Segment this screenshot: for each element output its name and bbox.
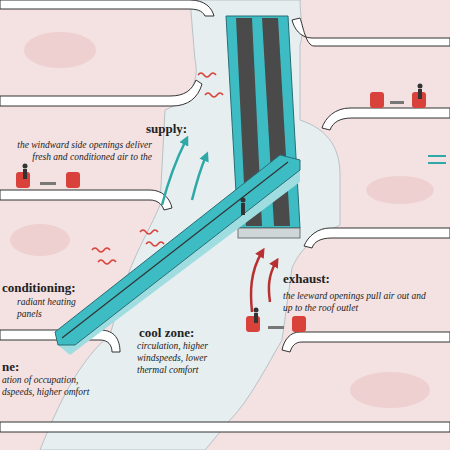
person-head: [23, 164, 28, 169]
floor-slab: [0, 80, 202, 106]
airflow-arrows: [162, 140, 276, 312]
floor-slab: [0, 190, 172, 210]
exhaust-arrow: [251, 252, 262, 312]
lower-escalator: [55, 155, 300, 355]
heat-waves: [92, 73, 223, 264]
escalator-band: [55, 155, 300, 345]
floor-slab: [282, 332, 450, 352]
callout-note: circulation, higher windspeeds, lower th…: [137, 340, 217, 376]
floor-slab: [304, 228, 450, 248]
person-body: [254, 313, 258, 323]
floor-slab: [292, 18, 450, 46]
floor-slab: [322, 108, 450, 130]
floor-slabs: [0, 0, 450, 432]
wall-opening: [366, 176, 434, 204]
floor-slab: [0, 422, 450, 432]
heat-wave: [198, 73, 216, 77]
heat-wave: [146, 242, 164, 246]
callout-heading: conditioning:: [2, 280, 76, 295]
heat-wave: [98, 260, 116, 264]
callout-heading: cool zone:: [139, 325, 194, 340]
person-head: [241, 198, 246, 203]
callout-heading: exhaust:: [283, 271, 330, 286]
landing: [238, 228, 300, 238]
callout-heading: supply:: [146, 121, 187, 136]
wall-opening: [350, 372, 430, 408]
person-body: [418, 89, 422, 99]
supply-arrow: [162, 140, 186, 205]
atrium-void: [40, 0, 340, 450]
furniture-right-top: [370, 84, 426, 109]
vent-symbol: [428, 156, 446, 163]
table: [40, 182, 56, 185]
table: [390, 101, 404, 104]
vent-line: [428, 155, 446, 157]
heat-wave: [205, 93, 223, 97]
table: [268, 326, 284, 329]
armchair: [66, 172, 80, 188]
exhaust-arrow: [269, 262, 276, 302]
armchair: [370, 92, 384, 108]
person-head: [418, 84, 423, 89]
callout-note: radiant heating panels: [17, 296, 89, 320]
person-on-escalator: [241, 198, 246, 216]
callout-note: the windward side openings deliver fresh…: [10, 139, 152, 163]
handrail: [62, 162, 288, 338]
person-head: [254, 308, 259, 313]
wall-opening: [24, 32, 96, 68]
armchair: [292, 316, 306, 332]
person-body: [241, 203, 245, 215]
furniture-left: [16, 164, 80, 189]
floor-slab: [0, 0, 214, 16]
callout-note: the leeward openings pull air out and up…: [283, 290, 433, 314]
person-body: [23, 169, 27, 179]
wall-opening: [10, 224, 70, 256]
callout-heading: ne:: [2, 359, 19, 374]
heat-wave: [140, 230, 158, 234]
callout-note: ation of occupation, dspeeds, higher omf…: [2, 374, 96, 398]
supply-arrow: [192, 156, 206, 200]
heat-wave: [92, 248, 110, 252]
vent-line: [428, 162, 446, 164]
